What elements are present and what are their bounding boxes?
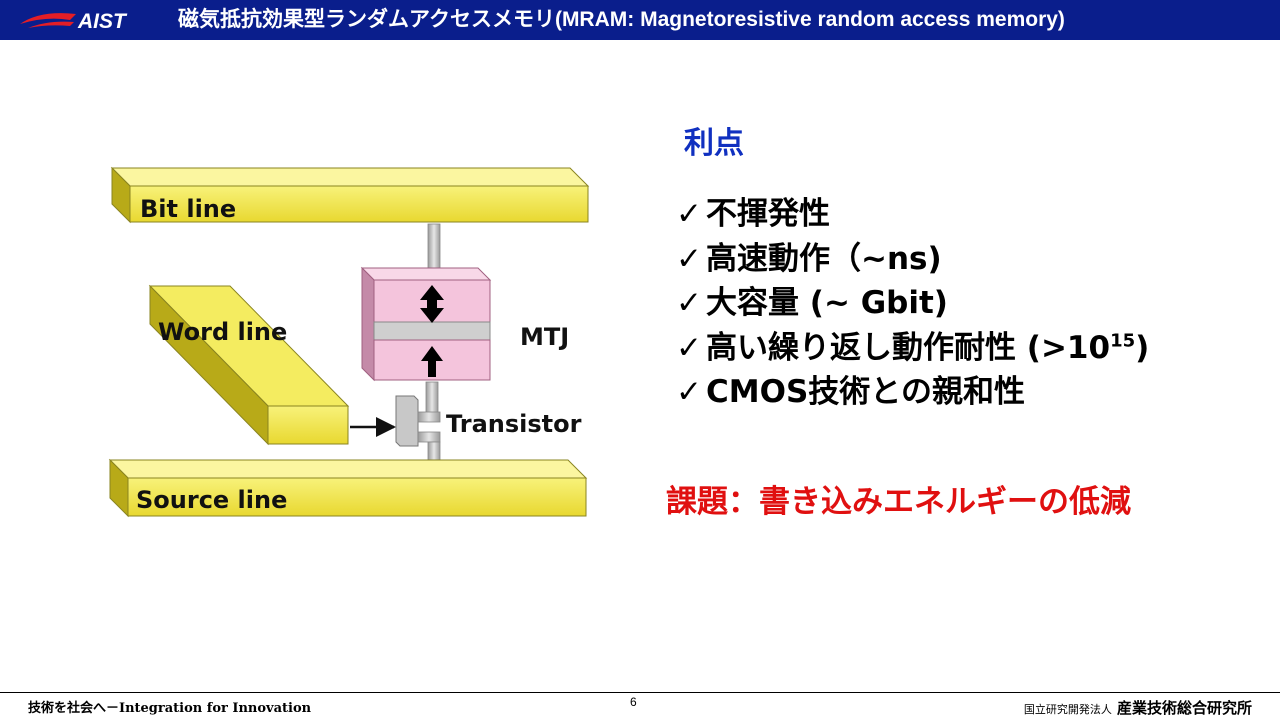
mram-cell-diagram: Bit line MTJ Transistor Word line xyxy=(108,166,590,518)
transistor-label: Transistor xyxy=(446,410,582,438)
header-bar: AIST 磁気抵抗効果型ランダムアクセスメモリ(MRAM: Magnetores… xyxy=(0,0,1280,40)
mtj-stack xyxy=(360,266,492,382)
fixed-layer-arrow xyxy=(421,346,443,377)
check-icon: ✓ xyxy=(676,240,702,277)
source-line-bar xyxy=(108,458,588,518)
footer-divider xyxy=(0,692,1280,693)
bit-line-bar xyxy=(110,166,590,224)
mtj-label: MTJ xyxy=(520,323,569,351)
list-item: ✓不揮発性 xyxy=(676,192,1149,237)
exponent: 15 xyxy=(1110,330,1136,352)
footer-slogan: 技術を社会へ－Integration for Innovation xyxy=(28,701,312,716)
check-icon: ✓ xyxy=(676,196,702,232)
footer-organization: 国立研究開発法人 産業技術総合研究所 xyxy=(1024,697,1252,718)
advantages-heading: 利点 xyxy=(684,126,744,161)
logo-text: AIST xyxy=(77,10,128,33)
list-item: ✓高い繰り返し動作耐性 (>1015) xyxy=(676,326,1149,371)
page-number: 6 xyxy=(630,695,637,709)
advantages-list: ✓不揮発性 ✓高速動作（~ns) ✓大容量 (~ Gbit) ✓高い繰り返し動作… xyxy=(676,192,1149,415)
list-item: ✓大容量 (~ Gbit) xyxy=(676,281,1149,326)
free-layer-arrow xyxy=(420,285,444,323)
source-line-label: Source line xyxy=(136,486,287,514)
check-icon: ✓ xyxy=(676,285,702,321)
word-line-bar xyxy=(148,284,350,446)
closing-paren: ) xyxy=(1135,329,1150,366)
list-item: ✓高速動作（~ns) xyxy=(676,237,1149,282)
bit-line-label: Bit line xyxy=(140,195,236,223)
list-item: ✓CMOS技術との親和性 xyxy=(676,370,1149,415)
org-name: 産業技術総合研究所 xyxy=(1116,699,1252,717)
page-title: 磁気抵抗効果型ランダムアクセスメモリ(MRAM: Magnetoresistiv… xyxy=(178,8,1065,31)
check-icon: ✓ xyxy=(676,374,702,410)
aist-logo: AIST xyxy=(20,10,128,33)
issue-text: 課題：書き込みエネルギーの低減 xyxy=(666,484,1131,520)
check-icon: ✓ xyxy=(676,329,702,366)
org-type: 国立研究開発法人 xyxy=(1023,703,1112,716)
word-line-label: Word line xyxy=(158,318,287,346)
